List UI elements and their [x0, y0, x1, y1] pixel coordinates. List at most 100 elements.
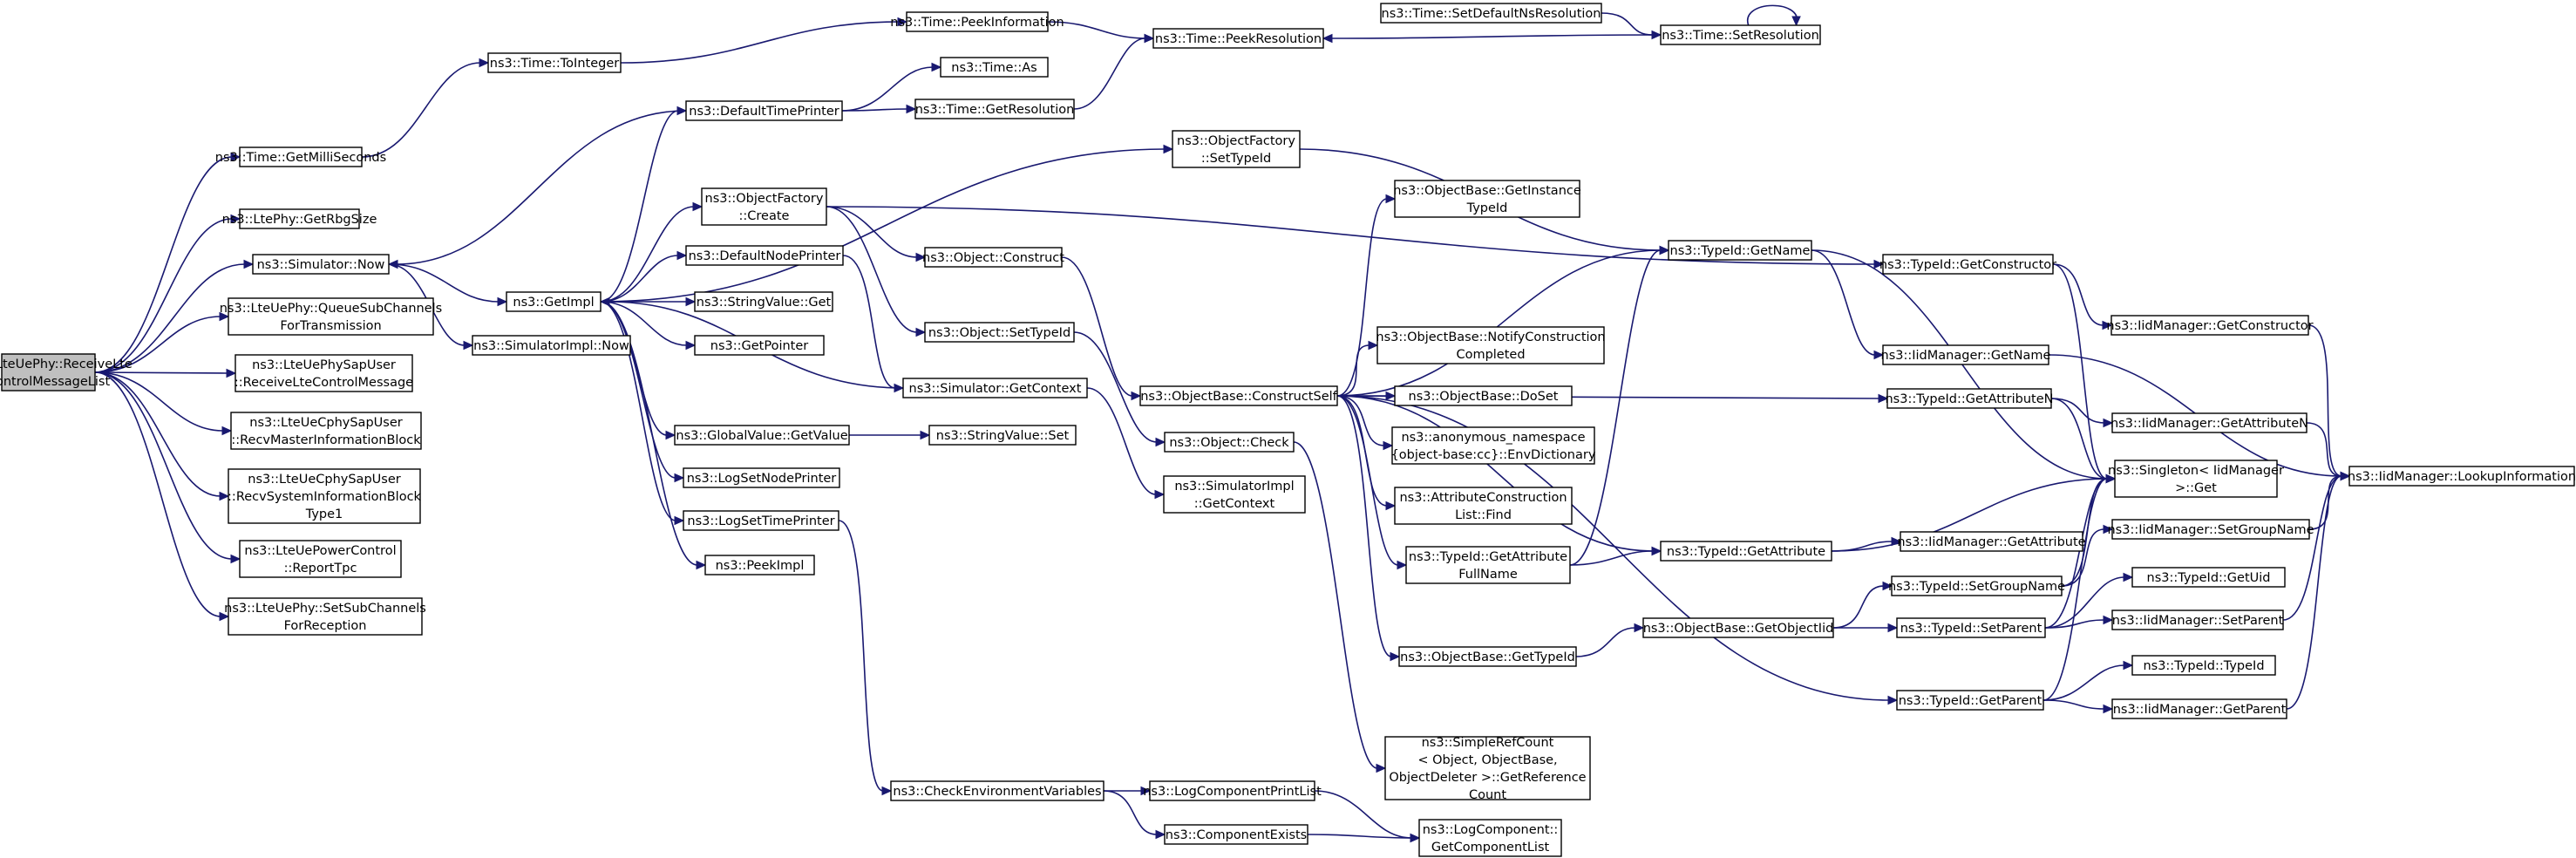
function-node-tidGetAttrN[interactable]: ns3::TypeId::GetAttributeN	[1885, 388, 2054, 409]
function-node-gvGetValue[interactable]: ns3::GlobalValue::GetValue	[674, 425, 850, 446]
function-node-getRbg[interactable]: ns3::LtePhy::GetRbgSize	[222, 208, 377, 229]
function-node-iidGetParent[interactable]: ns3::IidManager::GetParent	[2111, 698, 2287, 719]
function-node-notifyConstr[interactable]: ns3::ObjectBase::NotifyConstructionCompl…	[1376, 326, 1606, 364]
call-edge-setResolution-to-peekResolution	[1322, 33, 1662, 44]
call-edge-getImpl-to-defTimePrinter	[600, 106, 688, 303]
function-node-logSetNodePrinter[interactable]: ns3::LogSetNodePrinter	[683, 467, 840, 488]
function-node-label: ::Create	[739, 209, 790, 223]
call-edge-getImpl-to-peekImpl	[600, 301, 707, 570]
call-edge-defNodePrinter-to-simGetContext	[842, 255, 905, 393]
function-node-label: ::ReceiveLteControlMessage	[234, 376, 413, 390]
function-node-label: ns3::Time::As	[951, 61, 1037, 75]
function-node-iidGetAttr[interactable]: ns3::IidManager::GetAttribute	[1897, 531, 2086, 552]
function-node-simImplNow[interactable]: ns3::SimulatorImpl::Now	[472, 335, 631, 356]
call-edge-constructSelf-to-getAttrFullName	[1336, 395, 1408, 570]
function-node-label: ns3::LteUePhy::QueueSubChannels	[220, 302, 443, 316]
function-node-label: ns3::IidManager::LookupInformation	[2348, 470, 2576, 484]
function-node-setSubRx[interactable]: ns3::LteUePhy::SetSubChannelsForReceptio…	[224, 597, 426, 636]
function-node-label: ns3::Time::SetResolution	[1662, 29, 1819, 43]
function-node-tidSetGroupName[interactable]: ns3::TypeId::SetGroupName	[1888, 575, 2065, 596]
call-edge-getMilli-to-toInteger	[361, 58, 490, 158]
function-node-tidGetParent[interactable]: ns3::TypeId::GetParent	[1896, 690, 2044, 711]
function-node-iidLookupInfo[interactable]: ns3::IidManager::LookupInformation	[2348, 466, 2576, 487]
function-node-label: Count	[1469, 788, 1506, 802]
function-node-getResolution[interactable]: ns3::Time::GetResolution	[914, 99, 1075, 119]
call-edge-gvGetValue-to-strValSet	[849, 430, 931, 440]
function-node-label: ns3::ObjectFactory	[1177, 134, 1295, 148]
function-node-simGetContext[interactable]: ns3::Simulator::GetContext	[902, 378, 1088, 398]
function-node-singletonGet[interactable]: ns3::Singleton< IidManager>::Get	[2108, 460, 2284, 498]
call-edge-tidGetName-to-iidGetName	[1811, 249, 1885, 360]
function-node-peekInfo[interactable]: ns3::Time::PeekInformation	[890, 11, 1064, 32]
function-node-tidGetAttr[interactable]: ns3::TypeId::GetAttribute	[1660, 541, 1832, 562]
function-node-simpleRefCount[interactable]: ns3::SimpleRefCount< Object, ObjectBase,…	[1384, 736, 1591, 802]
call-edge-defTimePrinter-to-timeAs	[841, 62, 942, 112]
function-node-iidGetAttrN[interactable]: ns3::IidManager::GetAttributeN	[2110, 412, 2308, 433]
call-edge-ofCreate-to-objSetTypeId	[826, 206, 927, 337]
function-node-simNow[interactable]: ns3::Simulator::Now	[252, 254, 390, 275]
function-node-getMilli[interactable]: ns3::Time::GetMilliSeconds	[215, 146, 386, 167]
function-node-label: ns3::TypeId::GetParent	[1899, 694, 2042, 708]
function-node-peekImpl[interactable]: ns3::PeekImpl	[704, 555, 815, 575]
function-node-label: ns3::CheckEnvironmentVariables	[893, 785, 1101, 799]
function-node-ofCreate[interactable]: ns3::ObjectFactory::Create	[701, 187, 827, 226]
function-node-getPointer[interactable]: ns3::GetPointer	[694, 335, 825, 356]
function-node-checkEnv[interactable]: ns3::CheckEnvironmentVariables	[890, 780, 1104, 801]
function-node-peekResolution[interactable]: ns3::Time::PeekResolution	[1152, 28, 1324, 49]
function-node-root[interactable]: ns3::LteUePhy::ReceiveLteControlMessageL…	[0, 353, 133, 392]
function-node-iidSetGroupName[interactable]: ns3::IidManager::SetGroupName	[2107, 519, 2314, 540]
function-node-tidGetName[interactable]: ns3::TypeId::GetName	[1668, 240, 1812, 261]
function-node-reportTpc[interactable]: ns3::LteUePowerControl::ReportTpc	[239, 540, 402, 578]
function-node-logCompGetList[interactable]: ns3::LogComponent::GetComponentList	[1418, 819, 1562, 857]
function-node-envDict[interactable]: ns3::anonymous_namespace{object-base:cc}…	[1391, 426, 1596, 465]
function-node-tidGetUid[interactable]: ns3::TypeId::GetUid	[2131, 567, 2286, 588]
function-node-timeAs[interactable]: ns3::Time::As	[940, 57, 1049, 78]
function-node-tidSetParent[interactable]: ns3::TypeId::SetParent	[1896, 617, 2046, 638]
function-node-obGetTypeId[interactable]: ns3::ObjectBase::GetTypeId	[1398, 646, 1577, 667]
function-node-queueSub[interactable]: ns3::LteUePhy::QueueSubChannelsForTransm…	[220, 297, 443, 336]
function-node-iidSetParent[interactable]: ns3::IidManager::SetParent	[2111, 609, 2284, 630]
function-node-recvSib[interactable]: ns3::LteUeCphySapUser::RecvSystemInforma…	[228, 468, 422, 524]
function-node-label: ns3::IidManager::GetParent	[2113, 703, 2287, 717]
function-node-logCompPrintList[interactable]: ns3::LogComponentPrintList	[1143, 780, 1322, 801]
function-node-defNodePrinter[interactable]: ns3::DefaultNodePrinter	[685, 245, 844, 266]
function-node-label: ns3::ObjectBase::NotifyConstruction	[1376, 330, 1605, 344]
function-node-constructSelf[interactable]: ns3::ObjectBase::ConstructSelf	[1139, 385, 1338, 406]
call-edge-root-to-setSubRx	[94, 371, 230, 622]
function-node-recvMib[interactable]: ns3::LteUeCphySapUser::RecvMasterInforma…	[230, 412, 422, 450]
function-node-label: ns3::SimulatorImpl	[1174, 480, 1294, 494]
function-node-objConstruct[interactable]: ns3::Object::Construct	[922, 247, 1064, 268]
function-node-toInteger[interactable]: ns3::Time::ToInteger	[487, 52, 622, 73]
function-node-iidGetConstructor[interactable]: ns3::IidManager::GetConstructor	[2106, 315, 2314, 336]
call-edge-getAttrFullName-to-tidGetName	[1569, 245, 1670, 566]
function-node-setDefaultNsRes[interactable]: ns3::Time::SetDefaultNsResolution	[1380, 3, 1602, 24]
function-node-tidTypeId[interactable]: ns3::TypeId::TypeId	[2131, 655, 2276, 676]
function-node-compExists[interactable]: ns3::ComponentExists	[1164, 824, 1308, 845]
function-node-strValSet[interactable]: ns3::StringValue::Set	[928, 425, 1077, 446]
function-node-setResolution[interactable]: ns3::Time::SetResolution	[1660, 24, 1821, 45]
function-node-label: ObjectDeleter >::GetReference	[1389, 771, 1586, 785]
call-edge-getAttrFullName-to-tidGetAttr	[1569, 546, 1662, 566]
function-node-doSet[interactable]: ns3::ObjectBase::DoSet	[1394, 385, 1573, 406]
function-node-objSetTypeId[interactable]: ns3::Object::SetTypeId	[924, 322, 1075, 343]
function-node-label: FullName	[1458, 568, 1518, 582]
function-node-ofSetTypeId[interactable]: ns3::ObjectFactory::SetTypeId	[1172, 130, 1301, 168]
function-node-label: ns3::Time::GetResolution	[915, 103, 1075, 117]
function-node-logSetTimePrinter[interactable]: ns3::LogSetTimePrinter	[683, 510, 839, 531]
function-node-iidGetName[interactable]: ns3::IidManager::GetName	[1881, 344, 2051, 365]
function-node-defTimePrinter[interactable]: ns3::DefaultTimePrinter	[685, 100, 843, 121]
function-node-label: ns3::GetPointer	[710, 339, 809, 353]
function-node-recvLteCtrl[interactable]: ns3::LteUePhySapUser::ReceiveLteControlM…	[234, 354, 413, 392]
function-node-label: ns3::StringValue::Get	[697, 296, 832, 310]
function-node-label: ns3::PeekImpl	[716, 559, 805, 573]
function-node-strValGet[interactable]: ns3::StringValue::Get	[694, 291, 833, 312]
function-node-getImpl[interactable]: ns3::GetImpl	[506, 291, 602, 312]
function-node-simImplGetCtx[interactable]: ns3::SimulatorImpl::GetContext	[1163, 475, 1306, 514]
function-node-obGetObjectIid[interactable]: ns3::ObjectBase::GetObjectIid	[1642, 617, 1834, 638]
function-node-tidGetConstructor[interactable]: ns3::TypeId::GetConstructor	[1879, 254, 2056, 275]
function-node-label: ns3::ComponentExists	[1166, 828, 1308, 842]
function-node-objCheck[interactable]: ns3::Object::Check	[1164, 432, 1295, 453]
